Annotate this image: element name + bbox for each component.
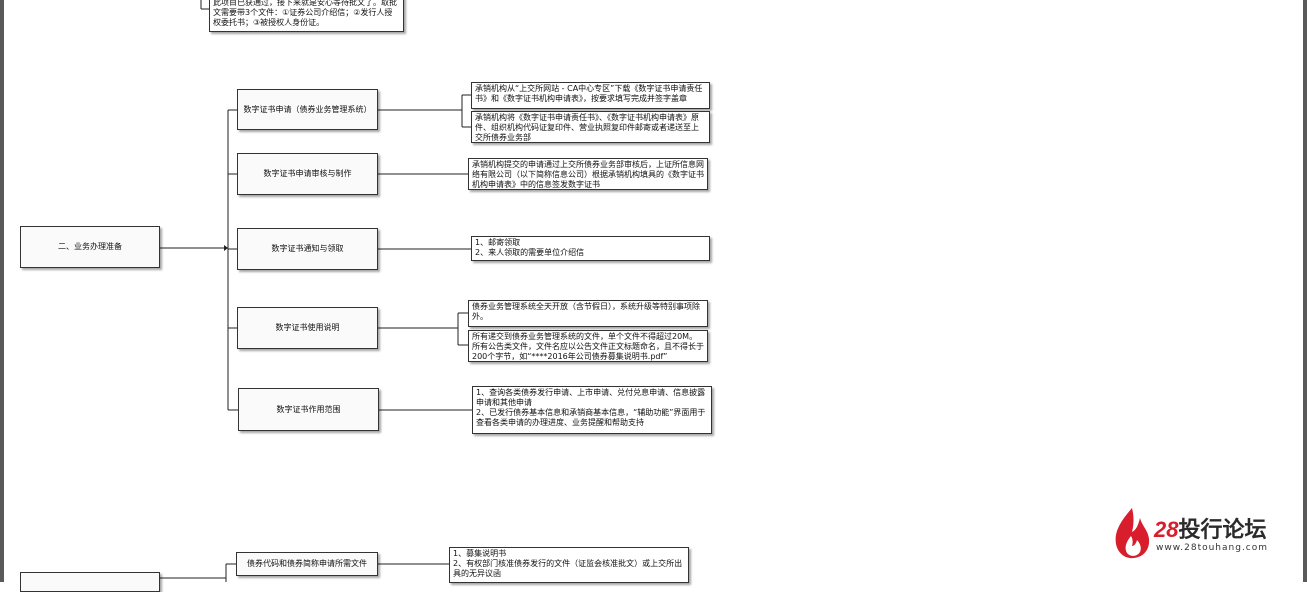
- note-cert-issue: 承销机构提交的申请通过上交所债券业务部审核后，上证所信息网络有限公司（以下简称信…: [468, 158, 708, 190]
- note-bond-code-docs: 1、募集说明书 2、有权部门核准债券发行的文件（证监会核准批文）或上交所出具的无…: [449, 547, 689, 583]
- logo-number: 28: [1154, 517, 1179, 542]
- note-cert-mail: 承销机构将《数字证书申请责任书》、《数字证书机构申请表》原件、组织机构代码证复印…: [471, 111, 710, 143]
- logo-text: 28投行论坛: [1154, 512, 1267, 544]
- logo-url: www.28touhang.com: [1156, 543, 1269, 553]
- logo-name: 投行论坛: [1178, 517, 1267, 542]
- branch-bond-code-docs: 债券代码和债券简称申请所需文件: [236, 552, 378, 576]
- branch-cert-scope: 数字证书作用范围: [238, 388, 379, 431]
- branch-cert-usage: 数字证书使用说明: [237, 307, 378, 349]
- watermark-logo: 28投行论坛 www.28touhang.com: [1112, 506, 1302, 560]
- note-cert-pickup: 1、邮寄领取 2、来人领取的需要单位介绍信: [471, 236, 710, 261]
- branch-cert-review: 数字证书申请审核与制作: [237, 153, 378, 195]
- page-border-left: [0, 0, 4, 582]
- branch-cert-notify: 数字证书通知与领取: [237, 228, 378, 270]
- note-cert-scope: 1、查询各类债券发行申请、上市申请、兑付兑息申请、信息披露申请和其他申请 2、已…: [472, 386, 712, 434]
- branch-cert-apply: 数字证书申请（债券业务管理系统）: [237, 89, 378, 130]
- note-top-approval: 此项目已获通过，接下来就是安心等待批文了。取批文需要带3个文件：①证券公司介绍信…: [209, 0, 404, 32]
- note-text: 此项目已获通过，接下来就是安心等待批文了。取批文需要带3个文件：①证券公司介绍信…: [213, 0, 397, 27]
- flame-icon: [1115, 508, 1150, 559]
- note-system-open: 债券业务管理系统全天开放（含节假日），系统升级等特别事项除外。: [468, 300, 708, 327]
- root-node-business-preparation: 二、业务办理准备: [20, 226, 160, 268]
- note-cert-download: 承销机构从“上交所网站 - CA中心专区”下载《数字证书申请责任书》和《数字证书…: [471, 82, 710, 109]
- root-node-bottom-partial: [20, 572, 160, 592]
- page-border-right: [1303, 0, 1307, 582]
- note-file-limits: 所有递交到债券业务管理系统的文件，单个文件不得超过20M。所有公告类文件，文件名…: [468, 330, 708, 362]
